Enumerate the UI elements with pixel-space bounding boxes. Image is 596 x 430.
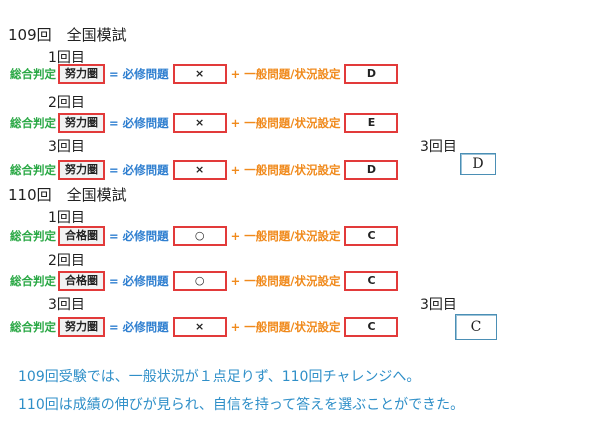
general-label: + 一般問題/状況設定 [230, 274, 341, 288]
grade-box: D [460, 153, 496, 175]
side-attempt-label: 3回目 [420, 297, 457, 313]
general-label: + 一般問題/状況設定 [230, 116, 341, 130]
required-result-box: × [172, 64, 227, 84]
general-result-box: D [344, 160, 399, 180]
attempt-label: 2回目 [48, 253, 85, 269]
overall-label: 総合判定 [10, 320, 56, 334]
overall-label: 総合判定 [10, 67, 56, 81]
attempt-label: 1回目 [48, 50, 85, 66]
zone-box: 努力圏 [58, 160, 105, 180]
result-row: 総合判定 合格圏 = 必修問題 ○ + 一般問題/状況設定 C [10, 270, 399, 292]
note-line: 110回は成績の伸びが見られ、自信を持って答えを選ぶことができた。 [18, 397, 465, 413]
required-label: = 必修問題 [109, 229, 169, 243]
required-result-box: × [172, 160, 227, 180]
required-label: = 必修問題 [109, 116, 169, 130]
overall-label: 総合判定 [10, 163, 56, 177]
section-heading: 110回 全国模試 [8, 186, 127, 204]
zone-box: 合格圏 [58, 271, 105, 291]
required-label: = 必修問題 [109, 163, 169, 177]
result-row: 総合判定 合格圏 = 必修問題 ○ + 一般問題/状況設定 C [10, 225, 399, 247]
overall-label: 総合判定 [10, 229, 56, 243]
general-result-box: C [344, 317, 399, 337]
general-label: + 一般問題/状況設定 [230, 320, 341, 334]
side-attempt-label: 3回目 [420, 139, 457, 155]
zone-box: 合格圏 [58, 226, 105, 246]
note-line: 109回受験では、一般状況が１点足りず、110回チャレンジへ。 [18, 369, 421, 385]
general-result-box: C [344, 226, 399, 246]
section-heading: 109回 全国模試 [8, 26, 127, 44]
general-label: + 一般問題/状況設定 [230, 163, 341, 177]
overall-label: 総合判定 [10, 116, 56, 130]
attempt-label: 1回目 [48, 210, 85, 226]
zone-box: 努力圏 [58, 64, 105, 84]
required-result-box: ○ [172, 226, 227, 246]
general-result-box: C [344, 271, 399, 291]
grade-box: C [455, 314, 497, 340]
required-result-box: × [172, 113, 227, 133]
zone-box: 努力圏 [58, 113, 105, 133]
required-label: = 必修問題 [109, 67, 169, 81]
zone-box: 努力圏 [58, 317, 105, 337]
general-result-box: E [344, 113, 399, 133]
required-label: = 必修問題 [109, 320, 169, 334]
attempt-label: 3回目 [48, 139, 85, 155]
result-row: 総合判定 努力圏 = 必修問題 × + 一般問題/状況設定 D [10, 63, 399, 85]
result-row: 総合判定 努力圏 = 必修問題 × + 一般問題/状況設定 E [10, 112, 399, 134]
result-row: 総合判定 努力圏 = 必修問題 × + 一般問題/状況設定 C [10, 316, 399, 338]
general-result-box: D [344, 64, 399, 84]
result-row: 総合判定 努力圏 = 必修問題 × + 一般問題/状況設定 D [10, 159, 399, 181]
required-result-box: ○ [172, 271, 227, 291]
general-label: + 一般問題/状況設定 [230, 67, 341, 81]
overall-label: 総合判定 [10, 274, 56, 288]
attempt-label: 3回目 [48, 297, 85, 313]
required-result-box: × [172, 317, 227, 337]
required-label: = 必修問題 [109, 274, 169, 288]
general-label: + 一般問題/状況設定 [230, 229, 341, 243]
attempt-label: 2回目 [48, 95, 85, 111]
